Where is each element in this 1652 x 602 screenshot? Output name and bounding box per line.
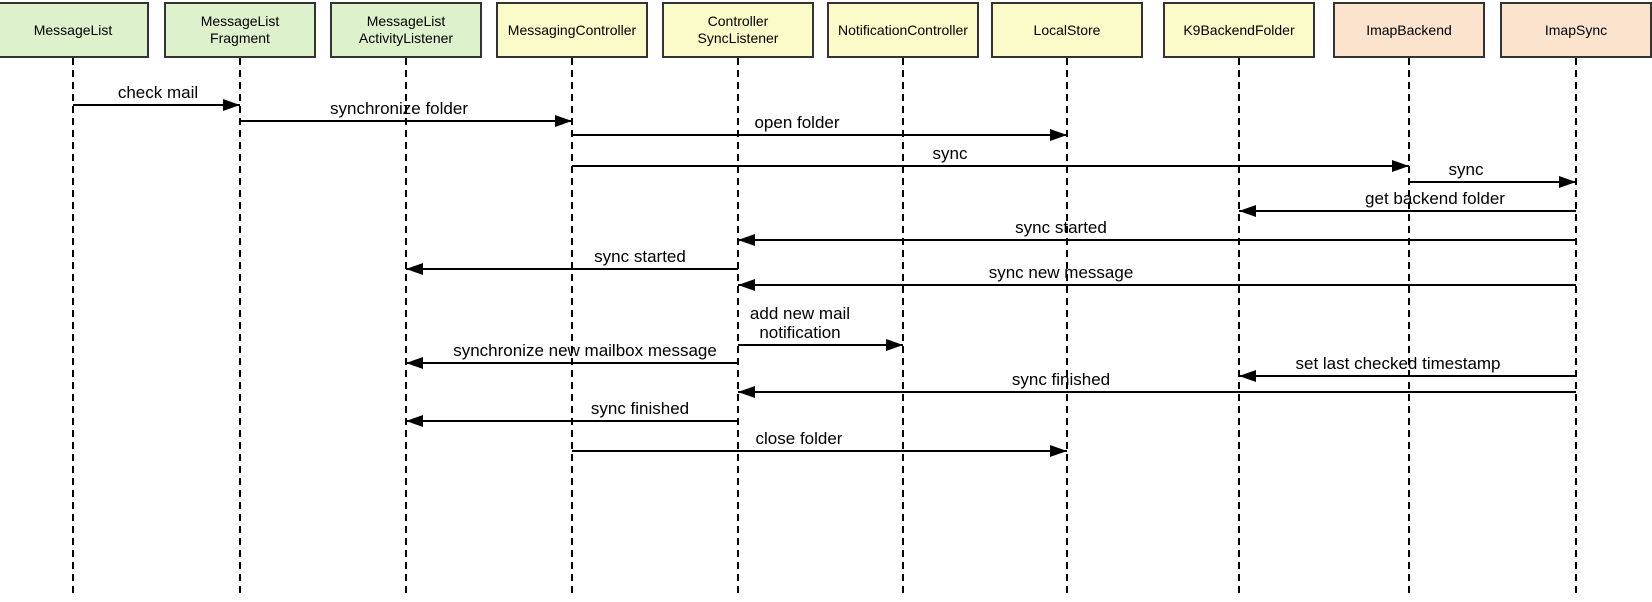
participant-k9backendfolder: K9BackendFolder — [1163, 2, 1315, 58]
message-sync-started-arrowhead — [406, 263, 423, 275]
message-sync-finished-label: sync finished — [1011, 370, 1111, 389]
message-sync-new-message-line — [738, 284, 1576, 286]
message-get-backend-folder-label: get backend folder — [1365, 189, 1505, 208]
message-add-new-mail-arrowhead — [886, 339, 903, 351]
message-set-last-checked-timestamp-label: set last checked timestamp — [1295, 354, 1501, 373]
message-sync-finished-arrowhead — [406, 415, 423, 427]
lifeline-messagelist-activitylistener — [405, 58, 407, 596]
message-sync-started-line — [738, 239, 1576, 241]
participant-label: ImapSync — [1544, 21, 1608, 38]
message-sync-new-message-arrowhead — [738, 279, 755, 291]
message-check-mail-label: check mail — [117, 83, 199, 102]
message-sync-finished-line — [406, 420, 738, 422]
message-synchronize-folder-line — [240, 120, 572, 122]
message-sync-new-message-label: sync new message — [988, 263, 1134, 282]
message-sync-started-label: sync started — [594, 247, 686, 266]
message-open-folder-arrowhead — [1050, 129, 1067, 141]
lifeline-k9backendfolder — [1238, 58, 1240, 596]
participant-messagelist-fragment: MessageList Fragment — [164, 2, 316, 58]
participant-label: LocalStore — [1033, 21, 1101, 38]
participant-label: MessageList Fragment — [200, 13, 280, 46]
message-open-folder-line — [572, 134, 1067, 136]
participant-messagingcontroller: MessagingController — [496, 2, 648, 58]
lifeline-notificationcontroller — [902, 58, 904, 596]
message-set-last-checked-timestamp-line — [1239, 375, 1576, 377]
message-get-backend-folder-line — [1239, 210, 1576, 212]
participant-imapsync: ImapSync — [1500, 2, 1652, 58]
message-close-folder-arrowhead — [1050, 445, 1067, 457]
participant-messagelist: MessageList — [0, 2, 149, 58]
message-sync-label: sync — [1448, 160, 1484, 179]
participant-label: MessageList ActivityListener — [358, 13, 454, 46]
participant-label: MessageList — [33, 21, 113, 38]
message-sync-finished-label: sync finished — [590, 399, 690, 418]
message-sync-finished-arrowhead — [738, 386, 755, 398]
lifeline-controller-synclistener — [737, 58, 739, 596]
message-sync-line — [1409, 181, 1576, 183]
message-synchronize-folder-label: synchronize folder — [330, 99, 468, 118]
participant-notificationcontroller: NotificationController — [827, 2, 979, 58]
message-sync-started-line — [406, 268, 738, 270]
message-sync-started-label: sync started — [1015, 218, 1107, 237]
message-sync-started-arrowhead — [738, 234, 755, 246]
message-open-folder-label: open folder — [754, 113, 840, 132]
message-sync-label: sync — [932, 144, 968, 163]
participant-messagelist-activitylistener: MessageList ActivityListener — [330, 2, 482, 58]
message-sync-arrowhead — [1559, 176, 1576, 188]
message-get-backend-folder-arrowhead — [1239, 205, 1256, 217]
lifeline-imapbackend — [1408, 58, 1410, 596]
message-add-new-mail-label: add new mail notification — [749, 304, 851, 342]
message-close-folder-line — [572, 450, 1067, 452]
message-synchronize-new-mailbox-message-label: synchronize new mailbox message — [453, 341, 717, 360]
message-set-last-checked-timestamp-arrowhead — [1239, 370, 1256, 382]
participant-label: K9BackendFolder — [1183, 21, 1295, 38]
participant-imapbackend: ImapBackend — [1333, 2, 1485, 58]
message-check-mail-arrowhead — [223, 99, 240, 111]
participant-label: ImapBackend — [1366, 21, 1452, 38]
participant-localstore: LocalStore — [991, 2, 1143, 58]
lifeline-localstore — [1066, 58, 1068, 596]
participant-label: MessagingController — [507, 21, 637, 38]
lifeline-imapsync — [1575, 58, 1577, 596]
message-synchronize-new-mailbox-message-arrowhead — [406, 357, 423, 369]
lifeline-messagelist-fragment — [239, 58, 241, 596]
message-synchronize-folder-arrowhead — [555, 115, 572, 127]
message-add-new-mail-line — [738, 344, 903, 346]
participant-label: NotificationController — [838, 21, 968, 38]
message-sync-arrowhead — [1392, 160, 1409, 172]
participant-controller-synclistener: Controller SyncListener — [662, 2, 814, 58]
message-check-mail-line — [73, 104, 240, 106]
participant-label: Controller SyncListener — [697, 13, 779, 46]
lifeline-messagingcontroller — [571, 58, 573, 596]
lifeline-messagelist — [72, 58, 74, 596]
message-close-folder-label: close folder — [755, 429, 843, 448]
message-sync-finished-line — [738, 391, 1576, 393]
message-sync-line — [572, 165, 1409, 167]
message-synchronize-new-mailbox-message-line — [406, 362, 738, 364]
